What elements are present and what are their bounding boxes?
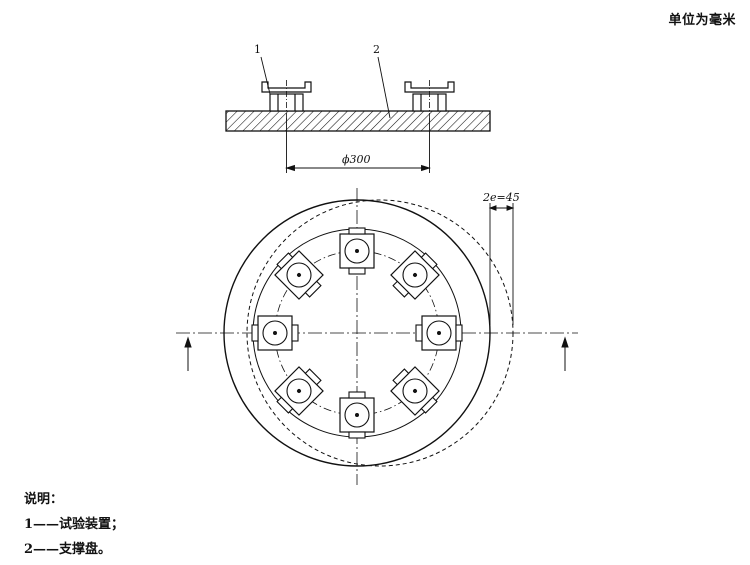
fixture-left-elevation (261, 80, 312, 118)
leader-line-1 (260, 56, 271, 95)
section-arrow-right (561, 336, 569, 371)
fixture-left (251, 315, 299, 351)
callout-2: 2 (373, 43, 380, 56)
fixture-top-left (274, 250, 324, 300)
diameter-label: ϕ300 (342, 153, 371, 166)
leader-line-2 (377, 56, 391, 119)
fixture-bottom-left (274, 366, 324, 416)
legend-title: 说明： (24, 492, 64, 507)
fixture-top-right (390, 250, 440, 300)
section-arrow-left (184, 336, 192, 371)
fixture-right-elevation (404, 80, 455, 118)
fixture-bottom (339, 391, 375, 439)
eccentric-label: 2e=45 (482, 191, 520, 204)
plan-view: 2e=45 (176, 188, 578, 485)
legend-item-1: 1——试验装置； (24, 517, 125, 532)
callout-1: 1 (254, 43, 261, 56)
diameter-dimension (284, 118, 432, 173)
support-plate-section (225, 110, 491, 132)
fixture-right (415, 315, 463, 351)
elevation-view: 1 2 ϕ300 (225, 43, 491, 173)
fixture-top (339, 227, 375, 275)
eccentric-dimension (488, 203, 515, 325)
unit-note: 单位为毫米 (668, 13, 736, 28)
legend-item-2: 2——支撑盘。 (24, 542, 112, 557)
legend: 说明： 1——试验装置； 2——支撑盘。 (24, 487, 124, 562)
fixture-bottom-right (390, 366, 440, 416)
